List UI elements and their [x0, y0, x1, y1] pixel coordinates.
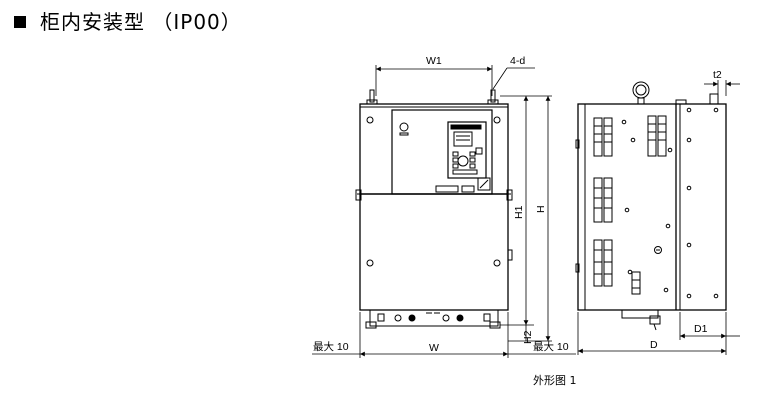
heatsink-fins-upper [593, 115, 667, 157]
section-title: 柜内安装型 （IP00） [40, 10, 242, 34]
dim-label-w: W [429, 342, 439, 354]
figure-caption: 外形图 1 [533, 374, 577, 387]
mount-slot-bottom-left [365, 321, 377, 329]
mount-hole-top-right [493, 116, 501, 124]
ground-terminal-icon [654, 246, 662, 254]
operator-panel [447, 121, 487, 179]
dial-icon [457, 155, 469, 167]
mount-hole-top-left [366, 116, 374, 124]
dim-label-4d: 4-d [510, 55, 525, 67]
mount-hole-mid-left [366, 259, 374, 267]
side-body [577, 103, 727, 311]
side-dimensions [577, 80, 740, 355]
dim-label-h2: H2 [522, 330, 534, 344]
lcd-screen-icon [453, 131, 473, 147]
side-screws [621, 107, 719, 299]
front-view [355, 89, 513, 329]
heatsink-fins-middle [593, 177, 613, 223]
indicator-icon [399, 122, 409, 132]
lifting-pin-right [487, 89, 499, 105]
side-view [575, 81, 727, 331]
eye-bolt-icon [632, 81, 650, 99]
left-clearance-label: 最大 10 [313, 340, 349, 353]
dim-label-d: D [650, 339, 658, 351]
dim-label-t2: t2 [713, 69, 722, 81]
warning-label-icon [477, 177, 491, 191]
front-dimensions [312, 65, 576, 358]
right-clearance-label: 最大 10 [533, 340, 569, 353]
bottom-connector [621, 309, 659, 319]
dim-label-d1: D1 [694, 323, 708, 335]
dim-label-w1: W1 [426, 55, 442, 67]
side-dimension-labels: t2 D1 D [650, 69, 722, 351]
section-heading: 柜内安装型 （IP00） [14, 10, 242, 34]
front-dimension-labels: W1 4-d H1 H H2 W 最大 10 最大 10 [313, 55, 569, 354]
terminal-block [369, 309, 499, 327]
dim-label-h1: H1 [513, 205, 525, 219]
mount-hole-mid-right [493, 259, 501, 267]
square-bullet-icon [14, 15, 26, 28]
heatsink-fins-lower [593, 239, 641, 295]
lifting-pin-left [366, 89, 378, 105]
front-cover [359, 193, 509, 311]
dim-label-h: H [535, 205, 547, 213]
